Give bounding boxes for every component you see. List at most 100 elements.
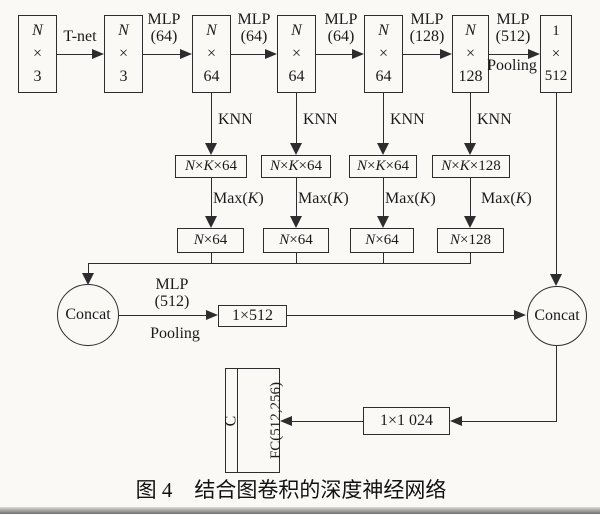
branch-line (469, 93, 471, 145)
edge-line (462, 420, 557, 423)
box-line: N (118, 22, 129, 39)
edge-line (119, 314, 207, 317)
edge-label-mlp64-2: MLP (64) (237, 11, 271, 45)
box-line: × (551, 45, 561, 62)
box-line: × (32, 45, 43, 62)
arrowhead-right-icon (206, 309, 218, 320)
branch-line (295, 178, 297, 218)
box-nxkx64-1: N×K×64 (175, 155, 247, 178)
maxk-label: Max(K) (481, 190, 532, 207)
box-nx64-1: N × 64 (192, 15, 231, 93)
edge-label-mlp64-3: MLP (64) (324, 11, 358, 45)
collector-drop (87, 262, 89, 275)
arrowhead-right-icon (514, 309, 526, 320)
box-line: 64 (288, 68, 305, 85)
maxk-label: Max(K) (213, 190, 264, 207)
edge-label-tnet: T-net (63, 28, 97, 45)
arrowhead-right-icon (92, 48, 104, 59)
arrowhead-down-icon (82, 273, 94, 285)
edge-line (231, 53, 266, 55)
figure-number: 图 4 (135, 478, 173, 502)
box-line: N (291, 22, 302, 39)
collector-stub (295, 253, 297, 264)
box-line: 64 (375, 68, 392, 85)
fc-layers-label: FC(512,256) (267, 381, 284, 460)
box-line: 512 (544, 68, 568, 85)
maxk-label: Max(K) (385, 190, 436, 207)
arrowhead-down-icon (290, 216, 302, 228)
concat-right-node: Concat (527, 286, 587, 346)
maxk-label: Max(K) (298, 190, 349, 207)
branch-line (295, 93, 297, 145)
box-line: N (32, 22, 43, 39)
box-line: 3 (119, 68, 128, 85)
box-line: 3 (33, 68, 42, 85)
skip-line (555, 93, 557, 275)
branch-line (382, 178, 384, 218)
box-line: N (465, 22, 476, 39)
box-line: × (118, 45, 129, 62)
box-line: N (206, 22, 217, 39)
arrowhead-right-icon (180, 48, 192, 59)
arrowhead-down-icon (205, 143, 217, 155)
box-nx64-out-1: N×64 (177, 228, 244, 253)
arrowhead-down-icon (377, 216, 389, 228)
concat-left-node: Concat (57, 284, 119, 346)
box-line: × (291, 45, 302, 62)
box-line: 64 (203, 68, 220, 85)
branch-line (382, 93, 384, 145)
edge-label-mlp64-1: MLP (64) (147, 11, 181, 45)
edge-label-pooling: Pooling (487, 57, 537, 74)
arrowhead-right-icon (528, 48, 540, 59)
box-1x1024: 1×1 024 (363, 407, 450, 435)
box-line: × (206, 45, 217, 62)
box-nxkx128: N×K×128 (432, 155, 510, 178)
collector-stub (469, 253, 471, 264)
knn-label: KNN (390, 111, 425, 128)
edge-line (403, 53, 441, 55)
global-mlp-size-label: (512) (154, 293, 190, 310)
box-nx3-2: N × 3 (104, 15, 143, 93)
knn-label: KNN (477, 111, 512, 128)
box-nxkx64-2: N×K×64 (261, 155, 331, 178)
box-nxkx64-3: N×K×64 (349, 155, 417, 178)
arrowhead-right-icon (440, 48, 452, 59)
classifier-box: C FC(512,256) (222, 368, 284, 473)
classifier-output-cell: C (222, 369, 239, 472)
classifier-fc-cell: FC(512,256) (236, 369, 315, 472)
arrowhead-right-icon (265, 48, 277, 59)
arrowhead-left-icon (450, 415, 462, 426)
input-box-nx3-1: N × 3 (18, 15, 57, 93)
arrowhead-down-icon (464, 143, 476, 155)
figure-title: 结合图卷积的深度神经网络 (194, 478, 447, 502)
knn-label: KNN (218, 111, 253, 128)
edge-line (143, 53, 181, 55)
global-mlp-label: MLP (155, 276, 189, 293)
edge-line (489, 53, 529, 55)
box-nx64-out-3: N×64 (350, 228, 414, 253)
branch-line (210, 93, 212, 145)
knn-label: KNN (303, 111, 338, 128)
box-nx64-2: N × 64 (277, 15, 316, 93)
arrowhead-left-icon (280, 415, 292, 426)
box-1x512-global: 1×512 (218, 305, 287, 327)
edge-line (555, 346, 557, 422)
edge-line (57, 53, 93, 55)
arrowhead-down-icon (464, 216, 476, 228)
branch-line (469, 178, 471, 218)
box-nx64-out-2: N×64 (263, 228, 329, 253)
page-edge-shadow (0, 507, 600, 514)
box-line: 1 (552, 22, 560, 39)
class-count-label: C (222, 415, 240, 426)
collector-stub (210, 253, 212, 264)
edge-label-mlp512: MLP (512) (495, 11, 531, 45)
box-line: 128 (458, 68, 483, 85)
arrowhead-down-icon (205, 216, 217, 228)
box-1x512-pooled: 1 × 512 (540, 15, 572, 93)
box-line: N (378, 22, 389, 39)
box-line: × (465, 45, 476, 62)
figure-caption: 图 4 结合图卷积的深度神经网络 (0, 474, 582, 504)
box-line: × (378, 45, 389, 62)
arrowhead-down-icon (290, 143, 302, 155)
